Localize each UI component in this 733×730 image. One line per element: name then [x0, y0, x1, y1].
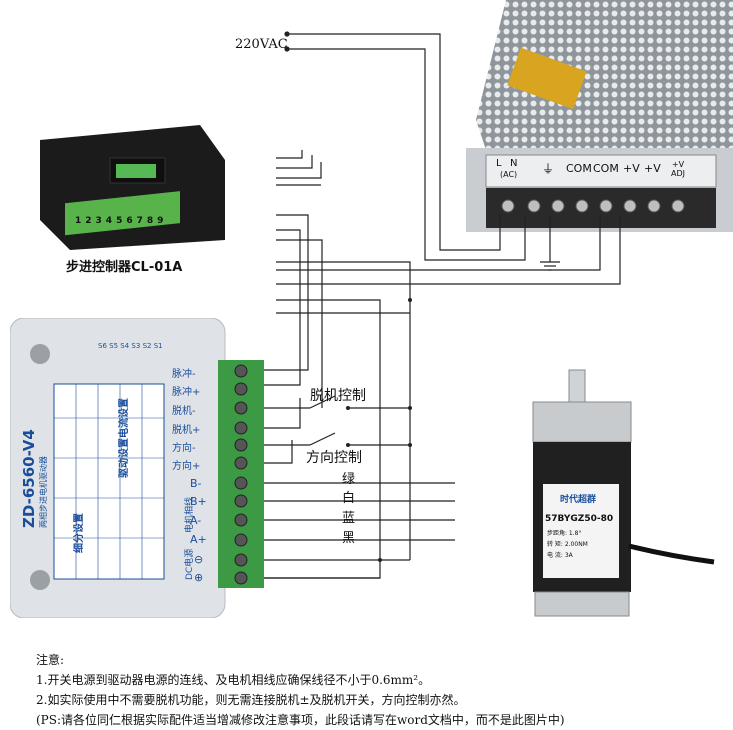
driver-subtitle: 两相步进电机驱动器	[39, 456, 48, 528]
controller-terminal-3: 3	[95, 216, 106, 226]
controller-terminal-5: 5	[116, 216, 127, 226]
controller-terminal-8: 8	[146, 216, 158, 226]
psu-terminal-com1: COM	[566, 162, 592, 175]
psu-terminal-earth: ⏚	[542, 162, 555, 176]
notes-line-1: 1.开关电源到驱动器电源的连线、及电机相线应确保线径不小于0.6mm²。	[36, 673, 431, 687]
wire-color-blue: 蓝	[342, 511, 356, 526]
driver-terminal-b-minus: B-	[190, 477, 202, 490]
psu-terminal-vadj: +V ADJ	[671, 160, 685, 178]
driver-terminal-dir-minus: 方向-	[172, 443, 196, 454]
controller-terminal-1: 1	[75, 216, 86, 226]
controller-terminal-9: 9	[157, 216, 168, 226]
driver-dip-labels: S6 S5 S4 S3 S2 S1	[98, 342, 163, 350]
direction-control-label: 方向控制	[306, 450, 362, 466]
stepper-controller: 123456789 步进控制器CL-01A	[20, 120, 250, 275]
driver-terminal-ena-minus: 脱机-	[172, 406, 196, 417]
offline-control-label: 脱机控制	[310, 388, 366, 404]
dip-s2: S2	[142, 342, 152, 350]
psu-ac-label: (AC)	[500, 170, 518, 179]
wire-color-green: 绿	[342, 472, 356, 487]
motor-torque: 转 矩: 2.00NM	[547, 541, 588, 548]
controller-terminal-4: 4	[105, 216, 117, 226]
notes: 注意: 1.开关电源到驱动器电源的连线、及电机相线应确保线径不小于0.6mm²。…	[36, 650, 565, 730]
controller-terminal-2: 2	[85, 216, 96, 226]
dip-s5: S5	[109, 342, 119, 350]
input-voltage-label: 220VAC	[235, 37, 288, 52]
motor-graphic	[532, 369, 715, 617]
driver-terminal-dir-plus: 方向+	[172, 461, 201, 472]
driver-terminal-pul-plus: 脉冲+	[172, 387, 201, 398]
notes-line-2: 2.如实际使用中不需要脱机功能，则无需连接脱机±及脱机开关，方向控制亦然。	[36, 693, 466, 707]
driver-terminal-pul-minus: 脉冲-	[172, 369, 196, 380]
dip-s1: S1	[153, 342, 163, 350]
notes-line-3: (PS:请各位同仁根据实际配件适当增减修改注意事项，此段话请写在word文档中，…	[36, 713, 565, 727]
psu-terminal-n: N	[510, 158, 518, 169]
driver-terminal-dc-minus: ⊖	[194, 553, 204, 566]
notes-heading: 注意:	[36, 653, 65, 667]
psu-terminal-com2: COM	[593, 162, 619, 175]
driver-terminal-dc-plus: ⊕	[194, 571, 204, 584]
driver-terminal-b-plus: B+	[190, 495, 207, 508]
psu-terminal-v2: +V	[644, 162, 661, 175]
motor-step-angle: 步距角: 1.8°	[547, 530, 582, 537]
driver-terminal-a-minus: A-	[190, 514, 202, 527]
stepper-motor: 时代超群 57BYGZ50-80 步距角: 1.8° 转 矩: 2.00NM 电…	[459, 366, 720, 628]
controller-terminal-7: 7	[136, 216, 147, 226]
psu-terminal-l: L	[496, 158, 502, 169]
driver-table-heading-mid: 驱动设置	[119, 438, 130, 478]
stepper-driver: ZD-6560-V4 两相步进电机驱动器 细分设置 驱动设置 电流设置 S6 S…	[9, 317, 265, 619]
dip-s4: S4	[120, 342, 130, 350]
controller-terminal-numbers: 123456789	[75, 216, 167, 226]
psu-screw-terminals	[501, 199, 685, 213]
wire-color-white: 白	[342, 491, 356, 506]
wire-color-black: 黑	[342, 531, 356, 546]
driver-terminal-a-plus: A+	[190, 533, 207, 546]
motor-brand: 时代超群	[560, 495, 597, 505]
driver-table-heading-left: 细分设置	[74, 513, 85, 553]
controller-terminal-6: 6	[126, 216, 137, 226]
psu-terminal-v1: +V	[623, 162, 640, 175]
driver-model: ZD-6560-V4	[20, 429, 38, 528]
driver-graphic	[9, 317, 264, 619]
driver-terminal-ena-plus: 脱机+	[172, 425, 201, 436]
motor-current: 电 流: 3A	[547, 552, 573, 559]
controller-graphic	[40, 125, 225, 250]
dip-s3: S3	[131, 342, 141, 350]
controller-caption: 步进控制器CL-01A	[66, 260, 183, 275]
driver-table-heading-right: 电流设置	[119, 398, 130, 438]
dip-s6: S6	[98, 342, 107, 350]
motor-model: 57BYGZ50-80	[545, 514, 614, 524]
